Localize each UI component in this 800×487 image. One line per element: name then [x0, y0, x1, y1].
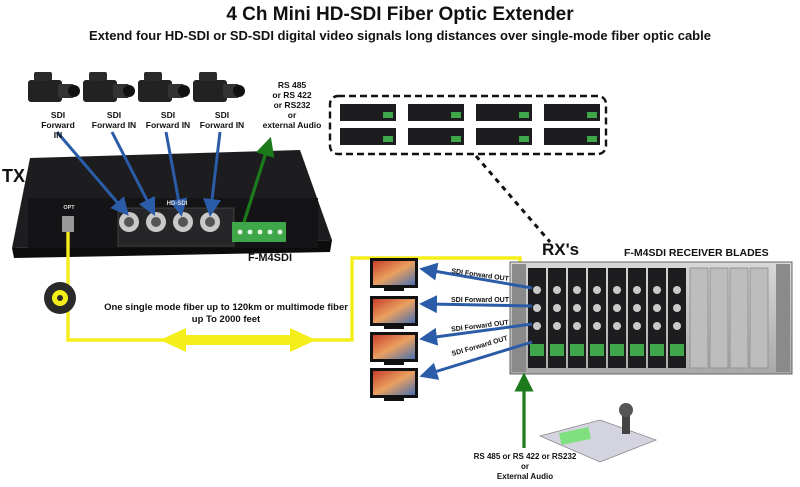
data-arrow-tx	[242, 136, 275, 223]
tx-side-label: TX	[2, 166, 26, 186]
camera-icon	[193, 72, 245, 102]
fiber-port	[62, 216, 74, 232]
bnc-connector	[146, 212, 166, 232]
bnc-connector	[119, 212, 139, 232]
bnc-connector	[173, 212, 193, 232]
camera-icon	[138, 72, 190, 102]
tx-data-label: RS 485 or RS 422 or RS232 or external Au…	[262, 80, 322, 130]
receiver-blade-thumbnails	[340, 104, 600, 145]
camera-icon	[83, 72, 135, 102]
rx-side-label: RX's	[542, 240, 580, 259]
monitor-icon	[370, 368, 418, 401]
tx-model-label: F-M4SDI	[248, 252, 292, 264]
bnc-connector	[200, 212, 220, 232]
fiber-label: One single mode fiber up to 120km or mul…	[104, 302, 348, 325]
receiver-title: F-M4SDI RECEIVER BLADES	[624, 247, 769, 259]
monitor-icon	[370, 258, 418, 291]
ptz-controller-icon	[538, 403, 658, 463]
monitor-icon	[370, 296, 418, 329]
hdsdi-port-label: HD-SDI	[166, 201, 188, 207]
receiver-rack	[509, 261, 793, 375]
blade-group-box	[328, 94, 608, 156]
camera-icon	[28, 72, 80, 102]
signal-output-arrows	[419, 262, 533, 380]
opt-port-label: OPT	[63, 205, 75, 211]
monitor-icon	[370, 332, 418, 365]
output-label: SDI Forward OUT	[451, 297, 509, 304]
diagram-title: 4 Ch Mini HD-SDI Fiber Optic Extender	[226, 4, 574, 25]
rx-data-label: RS 485 or RS 422 or RS232 or External Au…	[473, 452, 577, 481]
double-arrow-icon	[160, 328, 316, 352]
diagram-subtitle: Extend four HD-SDI or SD-SDI digital vid…	[89, 28, 711, 43]
fiber-spool-icon	[44, 282, 76, 314]
signal-input-arrows	[55, 131, 222, 217]
connector-dotted-line	[474, 155, 552, 243]
